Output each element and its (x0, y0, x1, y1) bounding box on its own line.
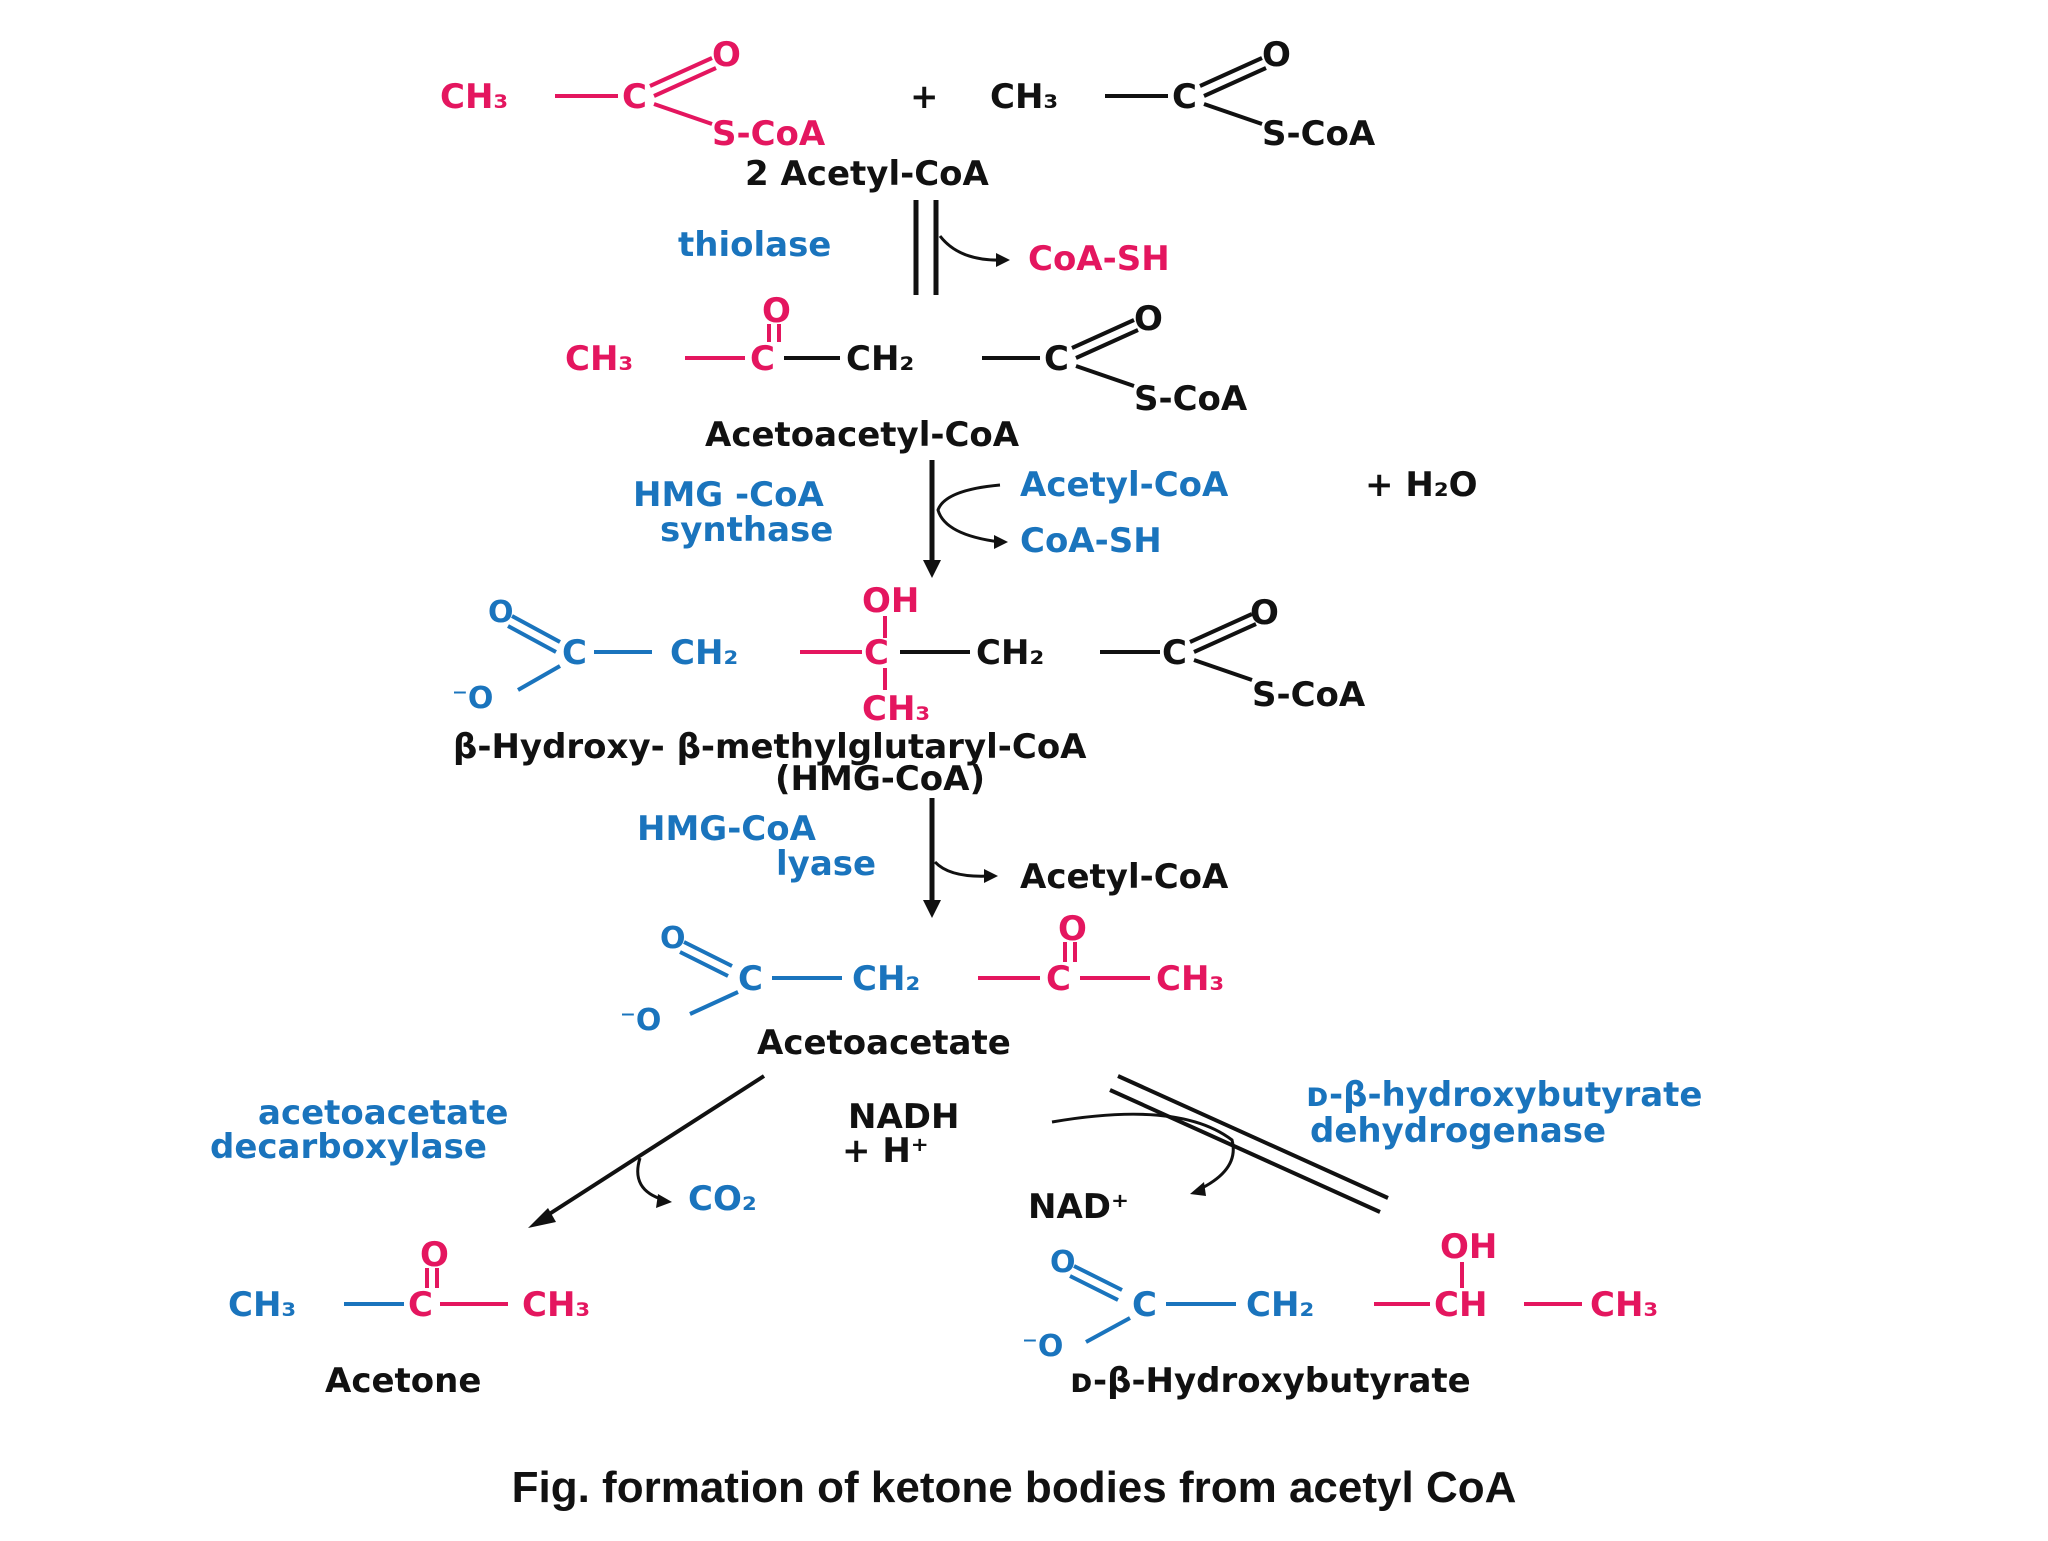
atom-o: O (420, 1235, 449, 1275)
atom-o: O (1250, 593, 1279, 633)
atom-ch3: CH₃ (862, 689, 930, 729)
atom-ch3: CH₃ (565, 339, 633, 379)
acetoacetate-structure: O C ⁻O CH₂ C O CH₃ (620, 909, 1224, 1038)
atom-c: C (1162, 633, 1187, 673)
substrate-acetyl-coa: Acetyl-CoA (1020, 465, 1229, 505)
atom-s-coa: S-CoA (1252, 675, 1366, 715)
hmg-coa-structure: O C ⁻O CH₂ C OH CH₃ CH₂ C O S-CoA (452, 581, 1366, 729)
enzyme-dehydrogenase-line1: ᴅ-β-hydroxybutyrate (1306, 1075, 1702, 1115)
figure-caption: Fig. formation of ketone bodies from ace… (512, 1463, 1517, 1512)
atom-c: C (562, 633, 587, 673)
atom-ch: CH (1434, 1285, 1487, 1325)
label-hmg-coa-name: β-Hydroxy- β-methylglutaryl-CoA (453, 727, 1087, 767)
atom-o: O (1050, 1245, 1076, 1280)
atom-o-minus: ⁻O (1022, 1329, 1063, 1364)
product-coa-sh-2: CoA-SH (1020, 521, 1162, 561)
product-acetyl-coa: Acetyl-CoA (1020, 857, 1229, 897)
atom-ch3: CH₃ (522, 1285, 590, 1325)
enzyme-hmg-lyase-line1: HMG-CoA (637, 809, 817, 849)
cofactor-nad: NAD⁺ (1028, 1187, 1129, 1227)
acetyl-coa-1: CH₃ C O S-CoA (440, 35, 826, 154)
atom-o: O (712, 35, 741, 75)
atom-o: O (1262, 35, 1291, 75)
enzyme-thiolase: thiolase (678, 225, 831, 265)
atom-c: C (864, 633, 889, 673)
atom-ch3: CH₃ (990, 77, 1058, 117)
atom-c: C (1132, 1285, 1157, 1325)
atom-o-minus: ⁻O (620, 1003, 661, 1038)
enzyme-hmg-lyase-line2: lyase (776, 844, 876, 884)
label-hydroxybutyrate: ᴅ-β-Hydroxybutyrate (1070, 1361, 1471, 1401)
atom-oh: OH (862, 581, 919, 621)
hydroxybutyrate-structure: O C ⁻O CH₂ CH OH CH₃ (1022, 1227, 1658, 1364)
arrow-decarboxylase (528, 1074, 766, 1228)
atom-ch3: CH₃ (1156, 959, 1224, 999)
arrow-hmg-lyase (923, 798, 998, 918)
atom-ch3: CH₃ (228, 1285, 296, 1325)
enzyme-hmg-synthase-line2: synthase (660, 510, 833, 550)
atom-ch2: CH₂ (852, 959, 920, 999)
enzyme-decarboxylase-line1: acetoacetate (258, 1093, 508, 1133)
atom-c: C (750, 339, 775, 379)
substrate-h2o: + H₂O (1365, 465, 1478, 505)
atom-oh: OH (1440, 1227, 1497, 1267)
atom-c: C (622, 77, 647, 117)
atom-c: C (408, 1285, 433, 1325)
atom-o: O (1058, 909, 1087, 949)
arrow-dehydrogenase (1051, 1074, 1389, 1214)
label-acetyl-coa-pair: 2 Acetyl-CoA (745, 154, 990, 194)
enzyme-dehydrogenase-line2: dehydrogenase (1310, 1111, 1606, 1151)
label-acetoacetate: Acetoacetate (757, 1023, 1011, 1063)
atom-o: O (1134, 299, 1163, 339)
atom-o: O (488, 595, 514, 630)
label-acetone: Acetone (325, 1361, 481, 1401)
label-acetoacetyl-coa: Acetoacetyl-CoA (705, 415, 1020, 455)
atom-o: O (660, 921, 686, 956)
atom-s-coa: S-CoA (1262, 114, 1376, 154)
arrow-hmg-synthase (923, 460, 1008, 578)
acetoacetyl-coa-structure: CH₃ C O CH₂ C O S-CoA (565, 291, 1248, 419)
cofactor-nadh: NADH (848, 1097, 959, 1137)
atom-ch3: CH₃ (440, 77, 508, 117)
plus-sign: + (910, 77, 939, 117)
enzyme-decarboxylase-line2: decarboxylase (210, 1127, 487, 1167)
product-coa-sh-1: CoA-SH (1028, 239, 1170, 279)
atom-c: C (1044, 339, 1069, 379)
atom-ch2: CH₂ (846, 339, 914, 379)
atom-ch2: CH₂ (1246, 1285, 1314, 1325)
enzyme-hmg-synthase-line1: HMG -CoA (633, 475, 824, 515)
atom-o-minus: ⁻O (452, 681, 493, 716)
label-hmg-coa-abbrev: (HMG-CoA) (775, 759, 985, 799)
acetyl-coa-2: CH₃ C O S-CoA (990, 35, 1376, 154)
atom-c: C (1046, 959, 1071, 999)
atom-s-coa: S-CoA (712, 114, 826, 154)
atom-o: O (762, 291, 791, 331)
cofactor-h-plus: + H⁺ (842, 1131, 929, 1171)
atom-c: C (738, 959, 763, 999)
atom-ch2: CH₂ (670, 633, 738, 673)
atom-s-coa: S-CoA (1134, 379, 1248, 419)
atom-ch2: CH₂ (976, 633, 1044, 673)
acetone-structure: CH₃ C O CH₃ (228, 1235, 590, 1325)
product-co2: CO₂ (688, 1179, 757, 1219)
atom-c: C (1172, 77, 1197, 117)
atom-ch3: CH₃ (1590, 1285, 1658, 1325)
arrow-thiolase (913, 200, 1010, 295)
